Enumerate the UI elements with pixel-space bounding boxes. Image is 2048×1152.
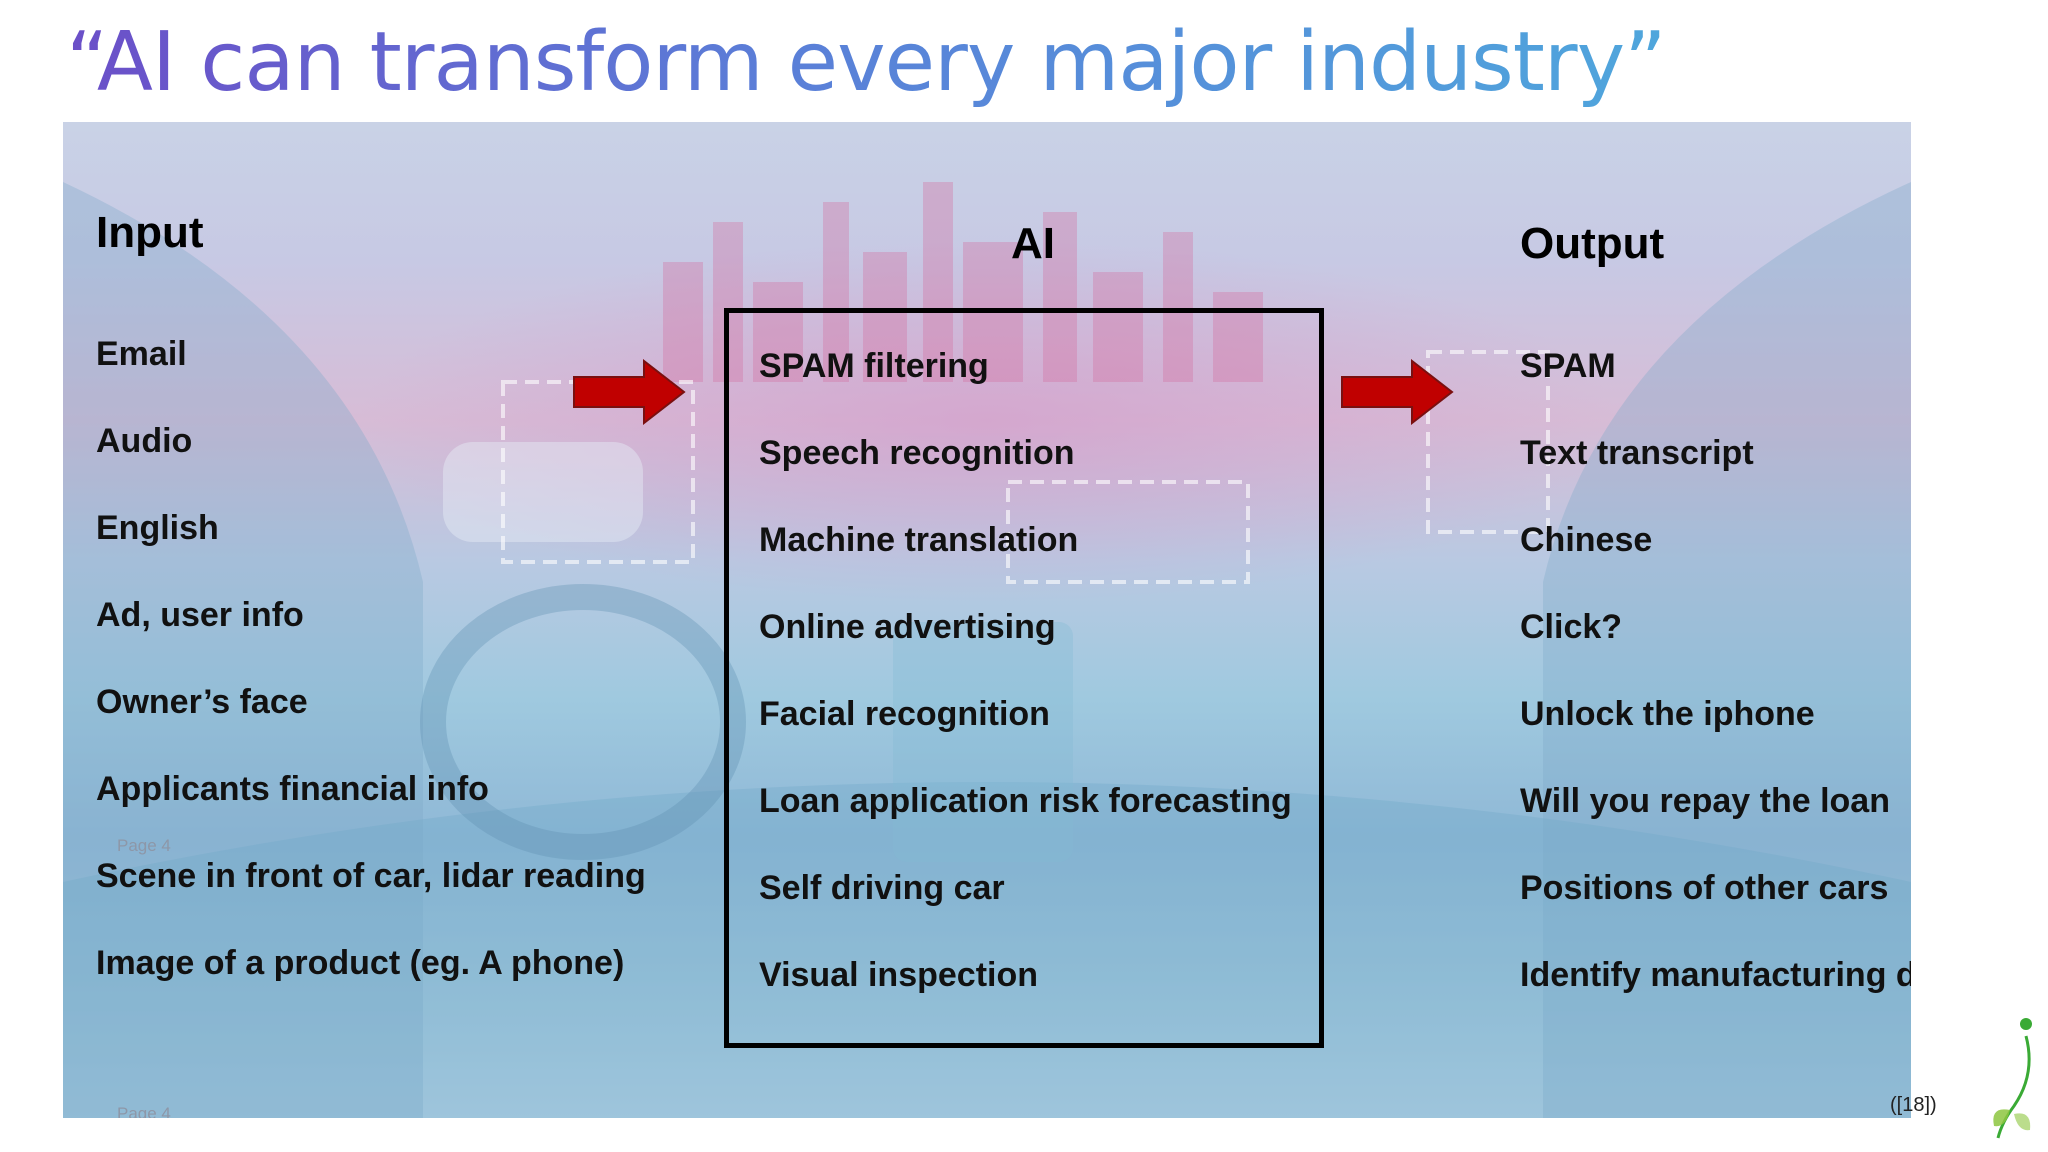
right-arrow-icon bbox=[1341, 359, 1454, 425]
input-item-english: English bbox=[96, 509, 219, 547]
car-interior-illustration bbox=[63, 182, 1911, 1118]
output-item-positions-cars: Positions of other cars bbox=[1520, 869, 1889, 907]
input-item-owners-face: Owner’s face bbox=[96, 683, 308, 721]
output-item-unlock-iphone: Unlock the iphone bbox=[1520, 695, 1815, 733]
citation-label: ([18]) bbox=[1890, 1094, 1937, 1116]
ai-item-visual-inspection: Visual inspection bbox=[759, 956, 1039, 994]
ai-applications-box bbox=[724, 308, 1324, 1048]
ai-item-machine-translation: Machine translation bbox=[759, 521, 1079, 559]
input-heading: Input bbox=[96, 208, 204, 257]
ai-heading: AI bbox=[1011, 219, 1055, 268]
output-item-chinese: Chinese bbox=[1520, 521, 1653, 559]
output-item-click: Click? bbox=[1520, 608, 1623, 646]
page-label-upper: Page 4 bbox=[117, 836, 171, 855]
output-heading: Output bbox=[1520, 219, 1665, 268]
ai-item-spam-filtering: SPAM filtering bbox=[759, 347, 989, 385]
page-label-lower: Page 4 bbox=[117, 1104, 171, 1118]
output-item-text-transcript: Text transcript bbox=[1520, 434, 1754, 472]
ai-item-loan-risk: Loan application risk forecasting bbox=[759, 782, 1292, 820]
output-item-spam: SPAM bbox=[1520, 347, 1616, 385]
ai-item-self-driving-car: Self driving car bbox=[759, 869, 1005, 907]
slide-title: “AI can transform every major industry” bbox=[66, 14, 1667, 112]
input-item-product-image: Image of a product (eg. A phone) bbox=[96, 944, 625, 982]
leaf-logo-icon bbox=[1993, 1018, 2032, 1139]
input-item-ad-user-info: Ad, user info bbox=[96, 596, 304, 634]
input-item-email: Email bbox=[96, 335, 187, 373]
ai-item-online-advertising: Online advertising bbox=[759, 608, 1056, 646]
input-item-financial-info: Applicants financial info bbox=[96, 770, 489, 808]
input-item-audio: Audio bbox=[96, 422, 193, 460]
right-arrow-icon bbox=[573, 359, 686, 425]
output-item-repay-loan: Will you repay the loan bbox=[1520, 782, 1890, 820]
input-item-scene-lidar: Scene in front of car, lidar reading bbox=[96, 857, 646, 895]
ai-item-speech-recognition: Speech recognition bbox=[759, 434, 1075, 472]
ai-item-facial-recognition: Facial recognition bbox=[759, 695, 1050, 733]
output-item-manufacturing-defects: Identify manufacturing defects bbox=[1520, 956, 1911, 994]
background-image-panel: Input AI Output Email Audio English Ad, … bbox=[63, 122, 1911, 1118]
